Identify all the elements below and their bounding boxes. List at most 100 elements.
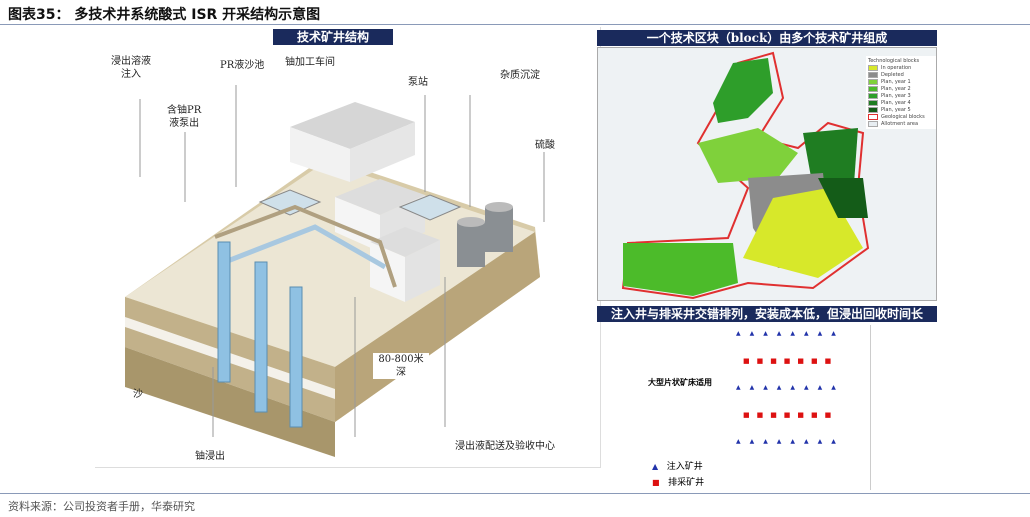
extraction-well: ■	[743, 357, 750, 365]
injection-well: ▲	[763, 330, 768, 337]
legend-swatch	[868, 86, 878, 92]
processing-plant	[290, 102, 415, 149]
legend-item: Plan, year 5	[868, 107, 934, 113]
label-impurity: 杂质沉淀	[500, 70, 540, 81]
injection-well: ▲	[831, 330, 836, 337]
label-injection: 浸出溶液 注入	[111, 56, 151, 80]
extraction-well: ■	[811, 357, 818, 365]
wells	[217, 241, 303, 428]
pattern-header: 注入井与排采井交错排列，安装成本低，但浸出回收时间长	[597, 306, 937, 322]
extraction-well: ■	[770, 357, 777, 365]
label-acid: 硫酸	[535, 140, 555, 151]
legend-label: Allotment area	[881, 121, 919, 127]
well-pattern-panel: 大型片状矿床适用 ▲ ▲ ▲ ▲ ▲ ▲ ▲ ▲ ■ ■ ■ ■ ■ ■ ■ ▲ ▲ ▲ ▲ ▲ ▲ ▲ ▲ ■ ■ ■ ■ ■ ■ ■ ▲…	[640, 325, 871, 490]
label-pr-pool: PR液沙池	[220, 60, 265, 71]
legend-label: Plan, year 5	[881, 107, 911, 113]
tank	[485, 207, 513, 252]
injection-well: ▲	[776, 438, 782, 445]
injection-well: ▲	[817, 384, 823, 391]
well-structure-panel: 技术矿井结构 浸出溶液 注入 PR液沙池 铀加工车间 含铀PR 液泵出 泵站 杂…	[95, 27, 601, 468]
legend-item: Plan, year 1	[868, 79, 934, 85]
injection-well: ▲	[817, 330, 823, 337]
injection-well: ▲	[763, 438, 768, 445]
injection-well: ▲	[776, 384, 782, 391]
block-map-svg	[621, 51, 870, 300]
extraction-well: ■	[756, 357, 764, 365]
injection-well: ▲	[804, 438, 809, 445]
legend-label: Plan, year 3	[881, 93, 911, 99]
legend-item: Allotment area	[868, 121, 934, 127]
label-center: 浸出液配送及验收中心	[455, 441, 555, 452]
injection-well: ▲	[804, 330, 809, 337]
legend-item: Plan, year 3	[868, 93, 934, 99]
legend-swatch	[868, 114, 878, 120]
map-header: 一个技术区块（block）由多个技术矿井组成	[597, 30, 937, 46]
injection-well: ▲	[749, 438, 755, 445]
figure-title: 图表35： 多技术井系统酸式 ISR 开采结构示意图	[8, 7, 321, 23]
legend-swatch	[868, 93, 878, 99]
legend-swatch	[868, 65, 878, 71]
injection-well: ▲	[790, 438, 796, 445]
block-plan-year-5	[818, 178, 868, 218]
injection-well: ▲	[776, 330, 782, 337]
legend-extraction-label: 排采矿井	[668, 478, 705, 488]
legend-label: Plan, year 2	[881, 86, 911, 92]
legend-item: Plan, year 4	[868, 100, 934, 106]
label-depth: 80-800米 深	[373, 353, 429, 379]
legend-label: Depleted	[881, 72, 904, 78]
legend-injection: ▲ 注入矿井	[652, 462, 703, 472]
well-structure-illustration	[125, 85, 545, 457]
legend-title: Technological blocks	[868, 58, 920, 64]
injection-well: ▲	[736, 438, 741, 445]
label-leaching: 铀浸出	[195, 451, 225, 462]
legend-label: Geological blocks	[881, 114, 925, 120]
extraction-well: ■	[783, 411, 791, 419]
block-plan-year-3	[713, 58, 773, 123]
injection-well: ▲	[749, 330, 755, 337]
injection-well: ▲	[736, 384, 741, 391]
title-divider	[0, 24, 1030, 25]
extraction-well: ■	[797, 357, 805, 365]
extraction-well: ■	[824, 411, 832, 419]
source-note: 资料来源：公司投资者手册，华泰研究	[8, 500, 195, 513]
injection-well: ▲	[831, 384, 836, 391]
injection-well: ▲	[763, 384, 768, 391]
legend-item: Depleted	[868, 72, 934, 78]
label-sand: 沙	[133, 389, 143, 400]
block-plan-year-1	[698, 128, 798, 183]
injection-well: ▲	[790, 330, 796, 337]
injection-well: ▲	[831, 438, 836, 445]
extraction-well: ■	[797, 411, 805, 419]
legend-label: Plan, year 4	[881, 100, 911, 106]
injection-well: ▲	[749, 384, 755, 391]
legend-swatch	[868, 72, 878, 78]
injection-well: ▲	[736, 330, 741, 337]
label-pump-out: 含铀PR 液泵出	[167, 105, 202, 129]
block-in-operation	[743, 188, 863, 278]
extraction-well: ■	[811, 411, 818, 419]
legend-swatch	[868, 121, 878, 127]
extraction-well: ■	[756, 411, 764, 419]
injection-well: ▲	[790, 384, 796, 391]
legend-label: Plan, year 1	[881, 79, 911, 85]
legend-extraction: ■ 排采矿井	[652, 478, 705, 488]
footer-divider	[0, 493, 1030, 494]
legend-item: Plan, year 2	[868, 86, 934, 92]
legend-swatch	[868, 79, 878, 85]
extraction-well: ■	[824, 357, 832, 365]
legend-item: In operation	[868, 65, 934, 71]
extraction-well: ■	[783, 357, 791, 365]
panel-header: 技术矿井结构	[273, 29, 393, 45]
label-uranium-plant: 铀加工车间	[285, 57, 335, 68]
pattern-note: 大型片状矿床适用	[648, 377, 712, 387]
tank	[457, 222, 485, 267]
legend-swatch	[868, 107, 878, 113]
legend-swatch	[868, 100, 878, 106]
legend-injection-label: 注入矿井	[666, 462, 703, 472]
injection-well: ▲	[817, 438, 823, 445]
extraction-well: ■	[743, 411, 750, 419]
extraction-well: ■	[770, 411, 777, 419]
block-plan-year-2	[623, 243, 738, 296]
